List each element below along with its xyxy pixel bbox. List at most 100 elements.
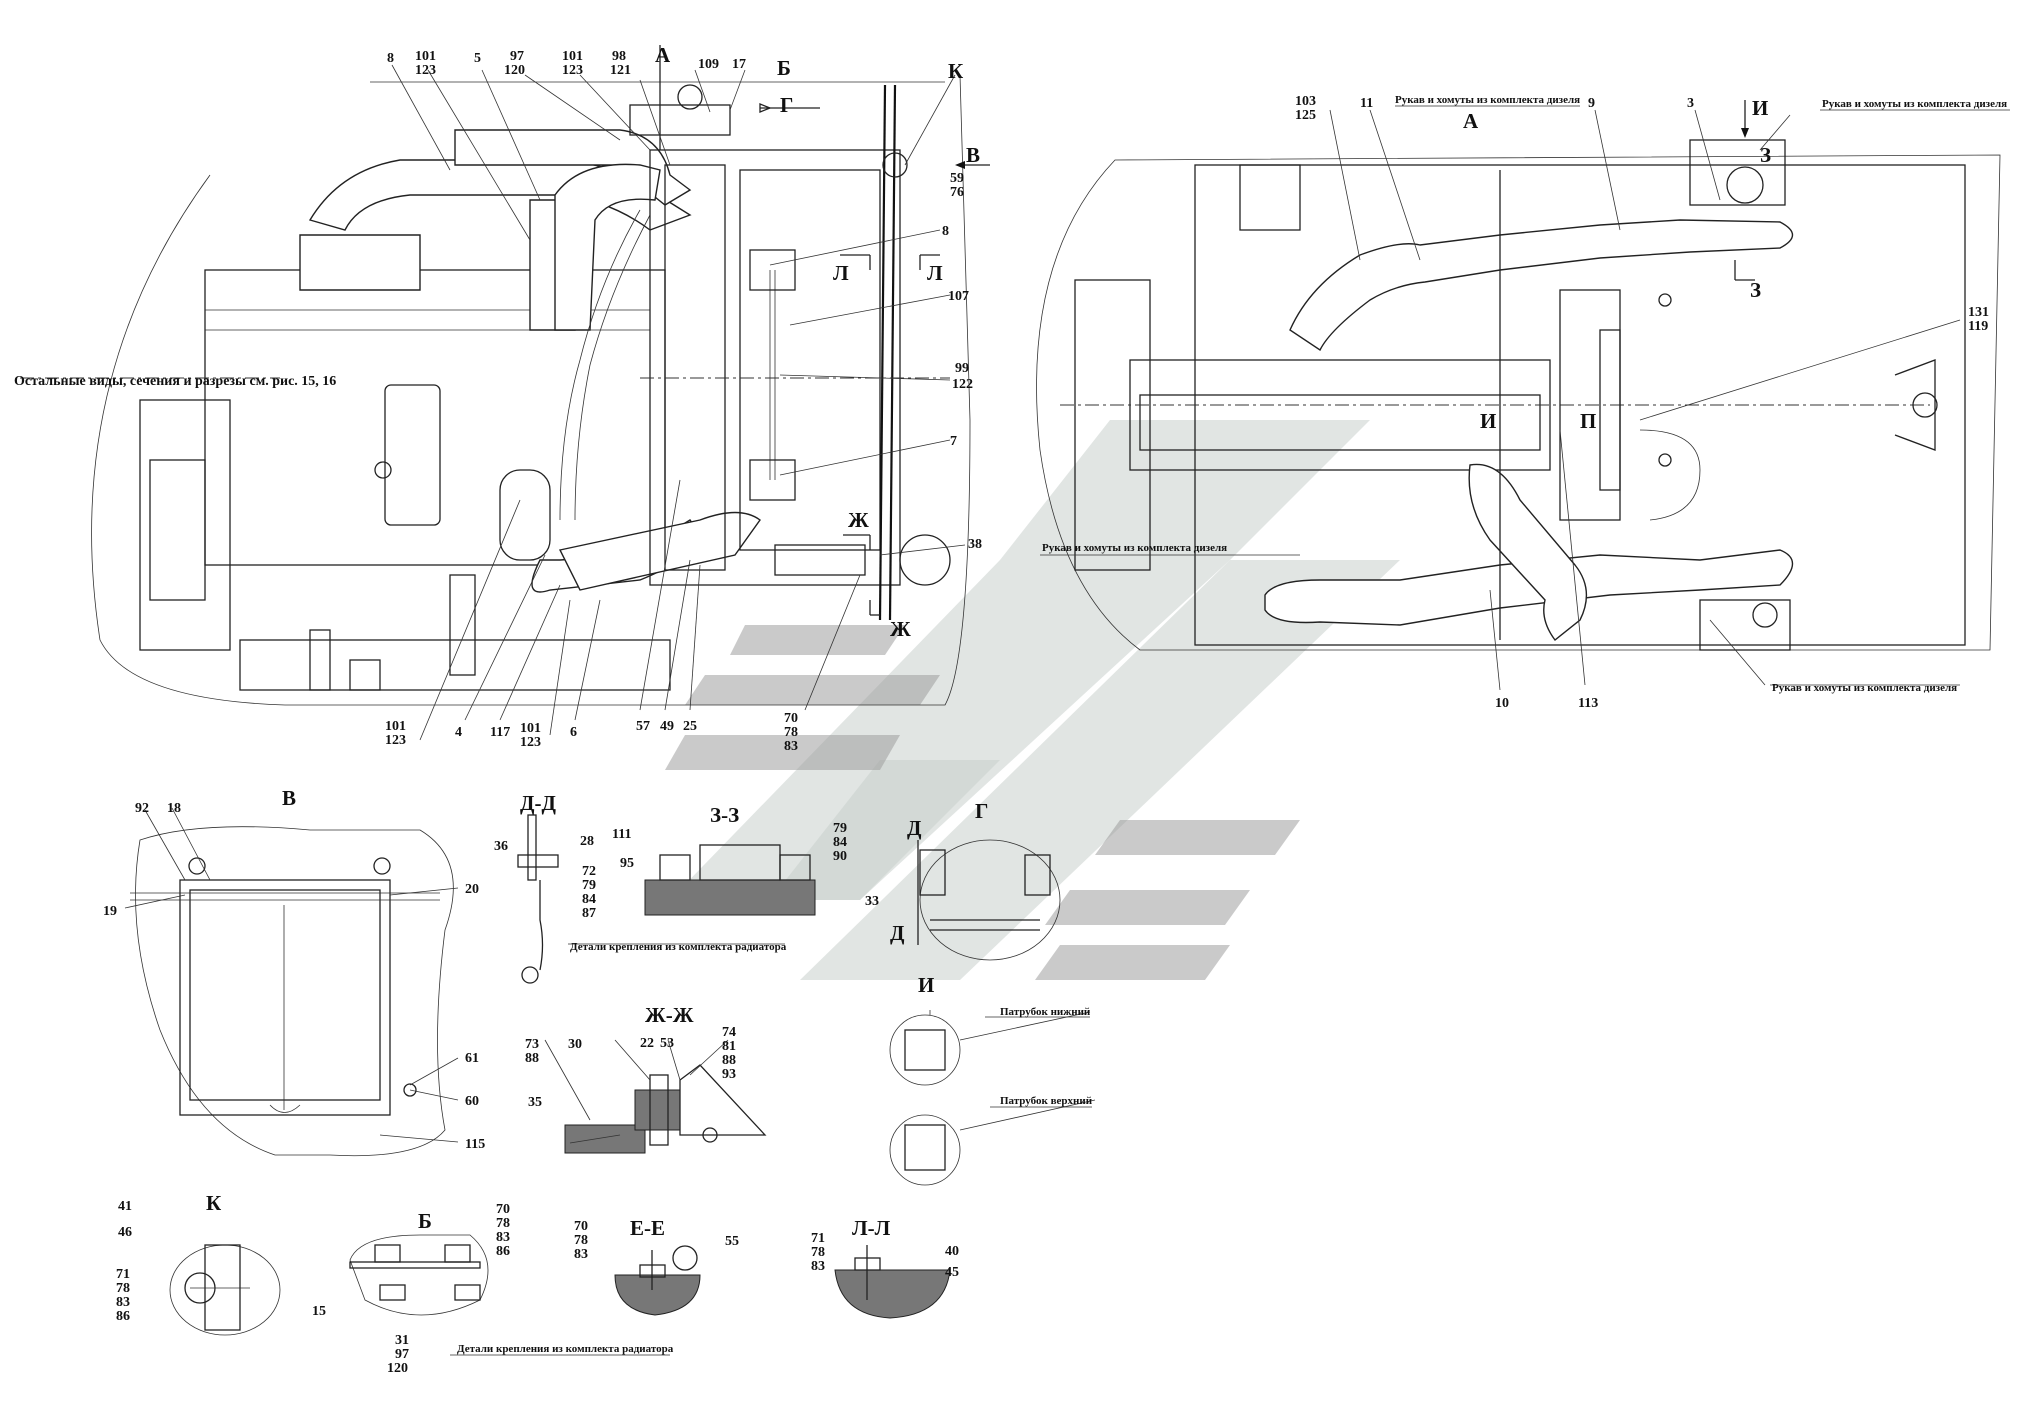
- mark-zh-1: Ж: [848, 508, 869, 532]
- title-a-right: А: [1463, 109, 1479, 133]
- note-radiator-kit-2: Детали крепления из комплекта радиатора: [457, 1343, 674, 1355]
- notes: Остальные виды, сечения и разрезы см. ри…: [14, 94, 2007, 1355]
- main-view-left: [20, 45, 990, 706]
- title-dd: Д-Д: [520, 791, 556, 815]
- callout-33: 33: [865, 894, 879, 909]
- callout-78d: 78: [574, 1233, 588, 1248]
- callout-84b: 84: [833, 835, 847, 850]
- callout-101c: 101: [385, 719, 406, 734]
- callout-8a: 8: [387, 51, 394, 66]
- callout-101a: 101: [415, 49, 436, 64]
- callout-5: 5: [474, 51, 481, 66]
- callout-83b: 83: [116, 1295, 130, 1310]
- callout-71b: 71: [811, 1231, 825, 1246]
- callout-70a: 70: [784, 711, 798, 726]
- callout-15: 15: [312, 1304, 326, 1319]
- callout-7: 7: [950, 434, 957, 449]
- callout-88a: 88: [525, 1051, 539, 1066]
- detail-zz: [644, 844, 816, 916]
- callout-99: 99: [955, 361, 969, 376]
- detail-ll: [834, 1245, 951, 1319]
- title-zhzh: Ж-Ж: [645, 1003, 694, 1027]
- note-radiator-kit-1: Детали крепления из комплекта радиатора: [570, 941, 787, 953]
- view-a-right: [1036, 100, 2001, 651]
- view-titles: А А Б Г В К В Д-Д З-З Г И Ж-Ж К Б Е-Е Л-…: [206, 43, 1479, 1240]
- callout-45: 45: [945, 1265, 959, 1280]
- detail-zhzh: [564, 1064, 767, 1154]
- callout-86b: 86: [496, 1244, 510, 1259]
- callout-120b: 120: [387, 1361, 408, 1376]
- title-i: И: [918, 973, 934, 997]
- callout-59: 59: [950, 171, 964, 186]
- callout-92: 92: [135, 801, 149, 816]
- detail-b: [349, 1234, 489, 1316]
- callout-18: 18: [167, 801, 181, 816]
- callout-28: 28: [580, 834, 594, 849]
- detail-ee: [614, 1245, 701, 1316]
- callout-78a: 78: [784, 725, 798, 740]
- callout-79b: 79: [833, 821, 847, 836]
- callout-115: 115: [465, 1137, 485, 1152]
- callout-125: 125: [1295, 108, 1316, 123]
- callout-79a: 79: [582, 878, 596, 893]
- callout-84a: 84: [582, 892, 596, 907]
- callout-31: 31: [395, 1333, 409, 1348]
- detail-g: [917, 839, 1061, 961]
- note-other-views: Остальные виды, сечения и разрезы см. ри…: [14, 374, 336, 389]
- callout-131: 131: [1968, 305, 1989, 320]
- callout-117: 117: [490, 725, 510, 740]
- callout-35: 35: [528, 1095, 542, 1110]
- detail-dd: [517, 814, 559, 984]
- callout-30: 30: [568, 1037, 582, 1052]
- callout-70c: 70: [574, 1219, 588, 1234]
- callout-123d: 123: [520, 735, 541, 750]
- callout-49: 49: [660, 719, 674, 734]
- section-marks: Л Л Ж Ж И И П З З Д Д: [833, 96, 1771, 945]
- callout-72: 72: [582, 864, 596, 879]
- callout-71a: 71: [116, 1267, 130, 1282]
- callout-83c: 83: [496, 1230, 510, 1245]
- callout-81: 81: [722, 1039, 736, 1054]
- callout-111: 111: [612, 827, 631, 842]
- callout-8b: 8: [942, 224, 949, 239]
- watermark-logo: [665, 420, 1400, 980]
- callout-74: 74: [722, 1025, 736, 1040]
- callout-107: 107: [948, 289, 969, 304]
- callout-93: 93: [722, 1067, 736, 1082]
- callout-10: 10: [1495, 696, 1509, 711]
- callout-60: 60: [465, 1094, 479, 1109]
- title-b-detail: Б: [418, 1209, 432, 1233]
- callout-109: 109: [698, 57, 719, 72]
- title-b: Б: [777, 56, 791, 80]
- callouts: 8 101 123 5 97 120 101 123 98 121 109 17…: [103, 49, 1989, 1376]
- callout-103: 103: [1295, 94, 1316, 109]
- callout-61: 61: [465, 1051, 479, 1066]
- callout-11: 11: [1360, 96, 1373, 111]
- title-k-detail: К: [206, 1191, 222, 1215]
- callout-86a: 86: [116, 1309, 130, 1324]
- callout-40: 40: [945, 1244, 959, 1259]
- note-diesel-kit-2: Рукав и хомуты из комплекта дизеля: [1822, 98, 2007, 110]
- title-ee: Е-Е: [630, 1216, 665, 1240]
- callout-83d: 83: [574, 1247, 588, 1262]
- detail-i: [889, 1014, 961, 1186]
- callout-46: 46: [118, 1225, 132, 1240]
- mark-p: П: [1580, 409, 1596, 433]
- callout-83a: 83: [784, 739, 798, 754]
- mark-z-1: З: [1760, 143, 1771, 167]
- callout-55: 55: [725, 1234, 739, 1249]
- callout-95: 95: [620, 856, 634, 871]
- callout-73: 73: [525, 1037, 539, 1052]
- callout-20: 20: [465, 882, 479, 897]
- note-diesel-kit-4: Рукав и хомуты из комплекта дизеля: [1772, 682, 1957, 694]
- callout-38: 38: [968, 537, 982, 552]
- callout-3: 3: [1687, 96, 1694, 111]
- callout-87: 87: [582, 906, 596, 921]
- title-a-main: А: [655, 43, 671, 67]
- detail-k: [169, 1244, 281, 1336]
- mark-d-1: Д: [907, 816, 922, 840]
- title-ll: Л-Л: [852, 1216, 891, 1240]
- callout-41: 41: [118, 1199, 132, 1214]
- callout-53: 53: [660, 1036, 674, 1051]
